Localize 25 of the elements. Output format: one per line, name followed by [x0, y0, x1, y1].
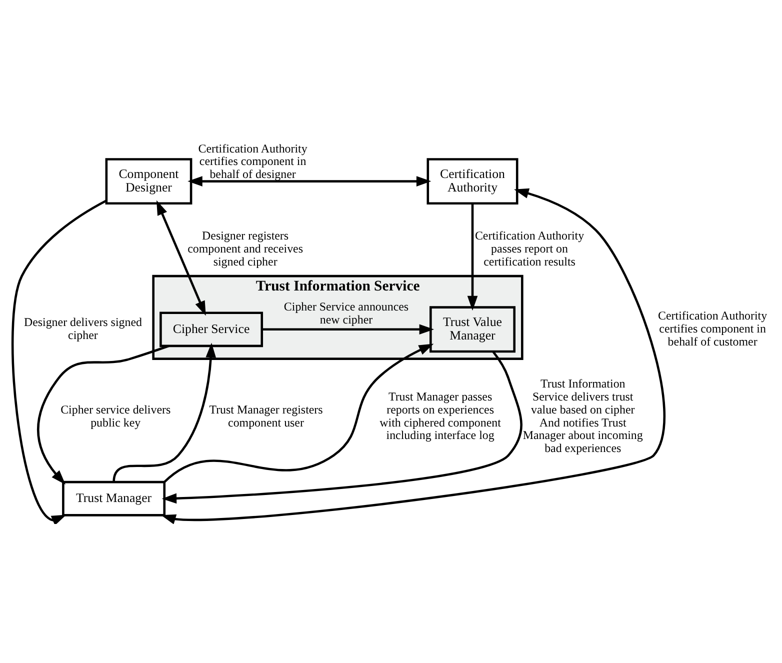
- edge-label: Trust Information Service delivers trust value based on cipher And notifies Trust Manager about incoming bad experiences: [522, 376, 643, 456]
- arrow: [161, 188, 666, 524]
- edge-label: Cipher Service announces new cipher: [284, 299, 409, 326]
- arrow: [12, 200, 107, 524]
- edge-label: Certification Authority certifies component in behalf of customer: [658, 308, 768, 348]
- arrow: [164, 344, 434, 483]
- node-box: Component Designer: [105, 158, 192, 205]
- arrow: [36, 344, 170, 485]
- node-box: Cipher Service: [160, 312, 264, 348]
- edge-label: Certification Authority certifies component in behalf of designer: [198, 141, 308, 181]
- arrow: [467, 204, 478, 311]
- edge-label: Cipher service delivers public key: [60, 402, 171, 430]
- arrow: [188, 176, 432, 186]
- node-box: Trust Value Manager: [430, 306, 516, 353]
- edge-label: Designer delivers signed cipher: [24, 315, 142, 342]
- edge-label: Trust Manager registers component user: [209, 402, 323, 430]
- arrow: [112, 342, 216, 482]
- arrow: [162, 351, 522, 504]
- node-box: Trust Manager: [62, 480, 166, 516]
- edge-label: Trust Manager passes reports on experiences with ciphered component including interface log: [380, 390, 501, 442]
- arrow: [156, 200, 206, 316]
- arrow: [262, 324, 434, 335]
- node-box: Certification Authority: [426, 158, 518, 205]
- edge-label: Certification Authority passes report on certification results: [474, 228, 584, 268]
- edge-label: Designer registers component and receives signed cipher: [188, 228, 303, 268]
